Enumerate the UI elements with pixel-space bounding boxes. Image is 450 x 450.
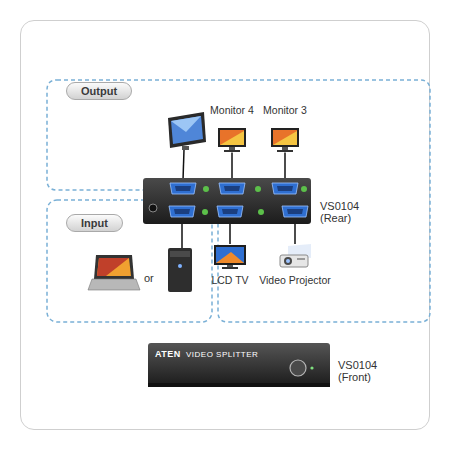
splitter-rear: VS0104 (Rear) (143, 178, 311, 224)
device-label: Monitor 3 (263, 104, 307, 117)
cable-line (231, 153, 233, 178)
or-text: or (144, 272, 154, 284)
device-caption: VS0104 (Rear) (320, 200, 359, 224)
device-label: LCD TV (211, 274, 248, 287)
tv-node: LCD TV (209, 244, 251, 288)
monitor-icon (270, 127, 300, 153)
region-heading: Output (66, 82, 132, 100)
tv-icon (213, 244, 247, 270)
projector-icon (278, 244, 312, 270)
cable-line (284, 153, 286, 178)
cable-line (294, 224, 296, 244)
projector-node: Video Projector (257, 244, 333, 288)
monitor-node: Monitor 3 (261, 100, 309, 153)
monitor-icon (217, 127, 247, 153)
brand-text: ATEN (155, 349, 181, 359)
splitter-front: ATENVIDEO SPLITTERVS0104 (Front) (148, 343, 330, 387)
device-label: Monitor 4 (210, 104, 254, 117)
splitter-rear-panel (143, 178, 311, 224)
monitor-node: Monitor 4 (208, 100, 256, 153)
device-caption: VS0104 (Front) (338, 359, 377, 383)
product-text: VIDEO SPLITTER (186, 350, 258, 359)
device-label: Video Projector (259, 274, 331, 287)
cable-line (229, 224, 231, 244)
region-heading: Input (66, 214, 123, 232)
